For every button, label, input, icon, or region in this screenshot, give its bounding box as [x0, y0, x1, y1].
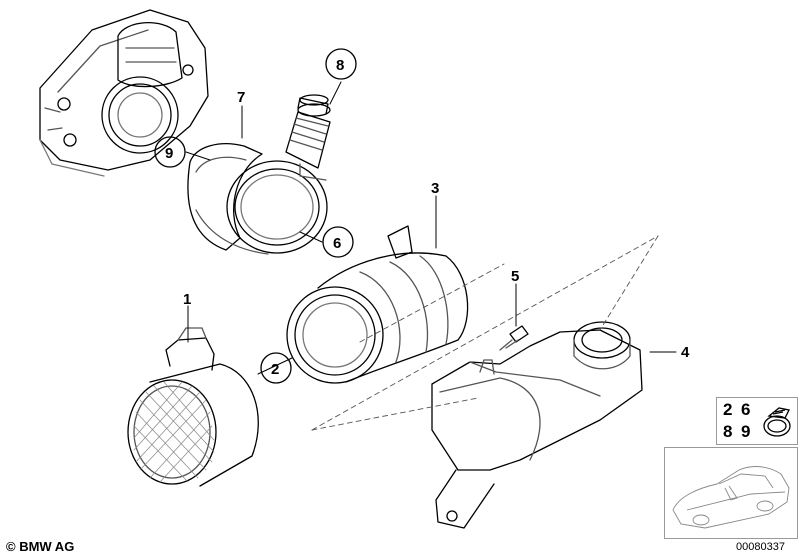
rubber-boot-3 [286, 225, 469, 384]
resonator-4 [431, 321, 643, 529]
copyright: © BMW AG [6, 539, 75, 554]
callout-5: 5 [511, 268, 519, 285]
car-thumbnail [664, 447, 798, 539]
callout-8: 8 [336, 57, 344, 74]
air-mass-meter-1 [127, 327, 259, 487]
leader-lines [185, 81, 677, 375]
legend-8: 8 [723, 422, 733, 441]
callout-1: 1 [183, 291, 191, 308]
legend-9: 9 [741, 422, 751, 441]
callout-2: 2 [271, 361, 279, 378]
callout-9: 9 [165, 145, 173, 162]
assembly-frame [311, 235, 659, 431]
throttle-body [39, 9, 209, 177]
hose-8 [285, 94, 331, 181]
callout-4: 4 [681, 344, 690, 361]
legend-2: 2 [723, 400, 733, 419]
legend-6: 6 [741, 400, 751, 419]
callout-3: 3 [431, 180, 439, 197]
callout-circles [154, 48, 357, 384]
document-id: 00080337 [736, 541, 785, 553]
car-silhouette-icon [672, 466, 790, 529]
callout-6: 6 [333, 235, 341, 252]
callout-7: 7 [237, 89, 245, 106]
intake-elbow-7 [187, 143, 328, 255]
screw-5 [499, 325, 529, 351]
hose-clamp-icon [763, 407, 791, 437]
clamp-legend: 2 6 8 9 [716, 397, 798, 445]
